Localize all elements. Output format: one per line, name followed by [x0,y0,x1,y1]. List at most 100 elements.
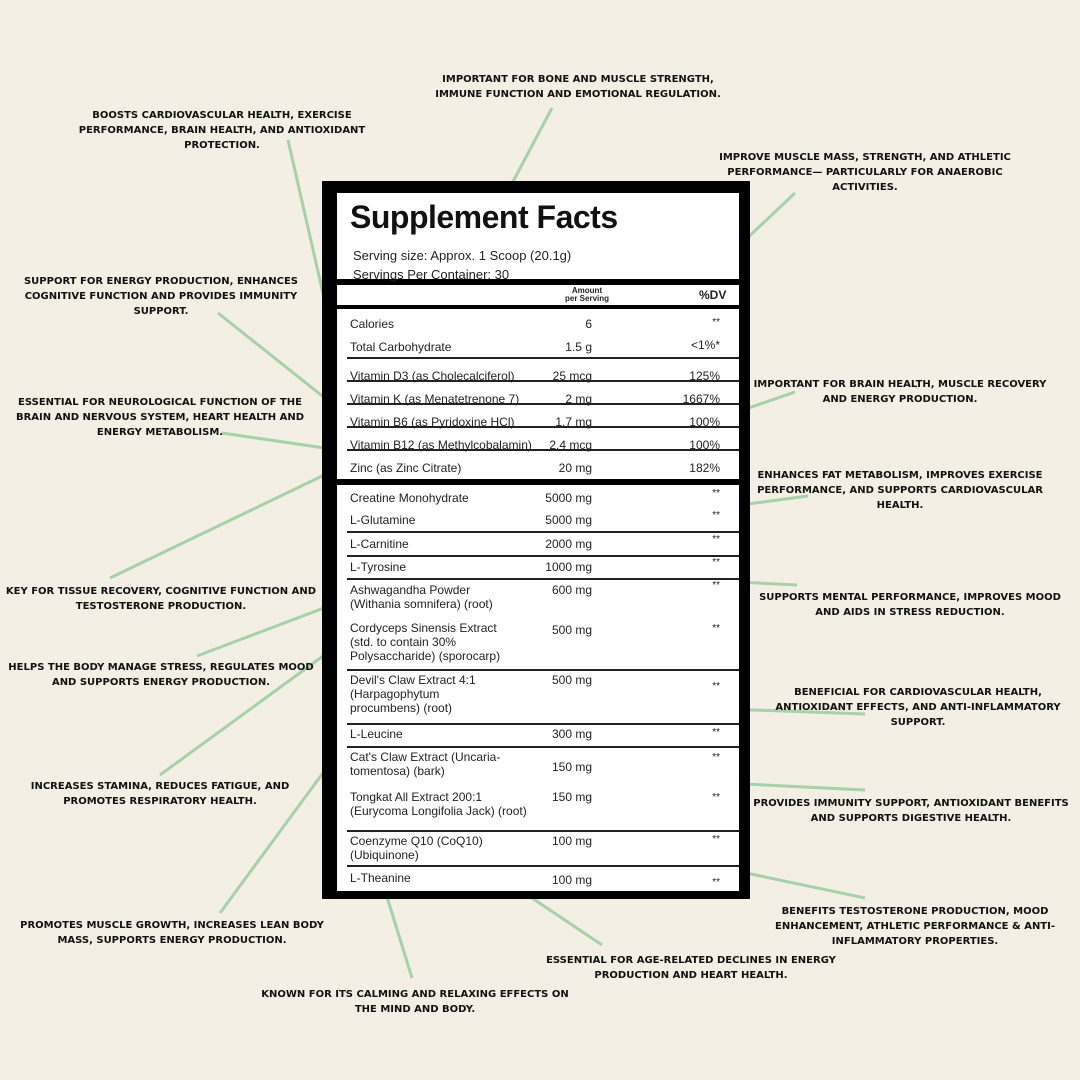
nutrient-amount: 150 mg [551,790,592,804]
nutrient-amount: 100 mg [551,873,592,887]
annotation-arrow [196,597,348,658]
ingredients-section: Creatine Monohydrate 5000 mg ** L-Glutamine… [337,485,739,891]
annotation-arrow [109,463,348,580]
nutrient-daily-value: 182% [689,461,720,475]
nutrient-name: Creatine Monohydrate [350,491,469,505]
nutrient-amount: 2000 mg [545,537,592,551]
nutrient-amount: 5000 mg [545,491,592,505]
nutrient-name: L-Carnitine [350,537,409,551]
annotation-note: KNOWN FOR ITS CALMING AND RELAXING EFFEC… [261,989,569,1015]
annotation-arrow [379,881,414,979]
nutrient-amount: 25 mcg [552,369,592,383]
nutrient-name: Ashwagandha Powder(Withania somnifera) (… [350,583,493,611]
nutrient-name: Vitamin D3 (as Cholecalciferol) [350,369,515,383]
nutrient-amount: 500 mg [551,673,592,687]
nutrient-daily-value: 125% [689,369,720,383]
row-divider [347,531,739,533]
nutrient-daily-value: ** [712,580,720,591]
supplement-facts-panel: Supplement Facts Serving size: Approx. 1… [322,181,750,899]
row-divider [347,449,739,451]
nutrient-daily-value: ** [712,752,720,763]
daily-value-header: %DV [699,288,727,302]
annotation-note: IMPORTANT FOR BRAIN HEALTH, MUSCLE RECOV… [753,379,1047,405]
nutrient-amount: 2 mg [565,392,592,406]
nutrient-daily-value: ** [712,834,720,845]
annotation-note: SUPPORTS MENTAL PERFORMANCE, IMPROVES MO… [759,592,1061,618]
row-divider [347,830,739,832]
nutrient-name: L-Tyrosine [350,560,407,574]
annotation-note: PROVIDES IMMUNITY SUPPORT, ANTIOXIDANT B… [753,798,1069,824]
nutrient-daily-value: ** [712,681,720,692]
row-divider [347,357,739,359]
nutrient-daily-value: ** [712,534,720,545]
nutrient-daily-value: 100% [689,438,720,452]
nutrient-amount: 1.5 g [565,340,592,354]
vitamins-section: Calories 6 ** Total Carbohydrate 1.5 g <1%* Vi… [337,309,739,479]
nutrient-name: Vitamin B12 (as Methylcobalamin) [350,438,532,452]
row-divider [347,380,739,382]
serving-size: Serving size: Approx. 1 Scoop (20.1g) [353,248,572,263]
nutrient-name: L-Leucine [350,727,403,741]
nutrient-amount: 150 mg [551,760,592,774]
row-divider [347,426,739,428]
annotation-note: KEY FOR TISSUE RECOVERY, COGNITIVE FUNCT… [5,586,317,612]
column-header: Amount per Serving %DV [337,285,739,305]
annotation-note: PROMOTES MUSCLE GROWTH, INCREASES LEAN B… [20,920,324,946]
nutrient-daily-value: <1%* [690,338,720,352]
nutrient-daily-value: ** [712,510,720,521]
nutrient-daily-value: ** [712,557,720,568]
row-divider [347,865,739,867]
nutrient-daily-value: ** [712,792,720,803]
nutrient-daily-value: 100% [689,415,720,429]
annotation-note: BENEFICIAL FOR CARDIOVASCULAR HEALTH,ANT… [775,687,1061,728]
nutrient-amount: 2.4 mcg [549,438,592,452]
row-divider [347,669,739,671]
annotation-note: HELPS THE BODY MANAGE STRESS, REGULATES … [8,662,314,688]
nutrient-name: Vitamin B6 (as Pyridoxine HCl) [350,415,515,429]
annotation-arrow [159,638,348,777]
nutrient-name: Coenzyme Q10 (CoQ10)(Ubiquinone) [350,834,483,862]
nutrient-daily-value: ** [712,727,720,738]
row-divider [347,578,739,580]
nutrient-amount: 600 mg [551,583,592,597]
amount-per-serving-header: Amount per Serving [565,286,610,303]
nutrient-name: Cat's Claw Extract (Uncaria-tomentosa) (… [350,750,501,778]
annotation-note: IMPROVE MUSCLE MASS, STRENGTH, AND ATHLE… [719,152,1011,193]
servings-per-container: Servings Per Container: 30 [353,267,510,282]
nutrient-amount: 1.7 mg [555,415,592,429]
nutrient-name: Cordyceps Sinensis Extract(std. to conta… [350,621,501,663]
row-divider [347,746,739,748]
nutrient-daily-value: ** [712,317,720,328]
annotation-note: ESSENTIAL FOR AGE-RELATED DECLINES IN EN… [546,955,836,981]
nutrient-daily-value: ** [712,623,720,634]
facts-title: Supplement Facts [350,199,618,235]
nutrient-name: Total Carbohydrate [350,340,452,354]
nutrient-daily-value: ** [712,877,720,888]
annotation-note: ENHANCES FAT METABOLISM, IMPROVES EXERCI… [757,470,1043,511]
nutrient-amount: 300 mg [551,727,592,741]
row-divider [347,723,739,725]
nutrient-amount: 6 [585,317,592,331]
facts-header: Supplement Facts Serving size: Approx. 1… [337,193,739,282]
nutrient-name: L-Glutamine [350,513,416,527]
nutrient-daily-value: ** [712,488,720,499]
nutrient-name: L-Theanine [350,871,411,885]
nutrient-amount: 20 mg [558,461,592,475]
nutrient-name: Zinc (as Zinc Citrate) [350,461,462,475]
row-divider [347,555,739,557]
nutrient-name: Vitamin K (as Menatetrenone 7) [350,392,520,406]
nutrient-name: Calories [350,317,395,331]
nutrient-amount: 5000 mg [545,513,592,527]
row-divider [347,403,739,405]
nutrient-daily-value: 1667% [682,392,720,406]
nutrient-amount: 1000 mg [545,560,592,574]
nutrient-name: Tongkat All Extract 200:1(Eurycoma Longi… [350,790,527,818]
nutrient-amount: 100 mg [551,834,592,848]
nutrient-amount: 500 mg [551,623,592,637]
annotation-note: ESSENTIAL FOR NEUROLOGICAL FUNCTION OF T… [15,397,305,438]
